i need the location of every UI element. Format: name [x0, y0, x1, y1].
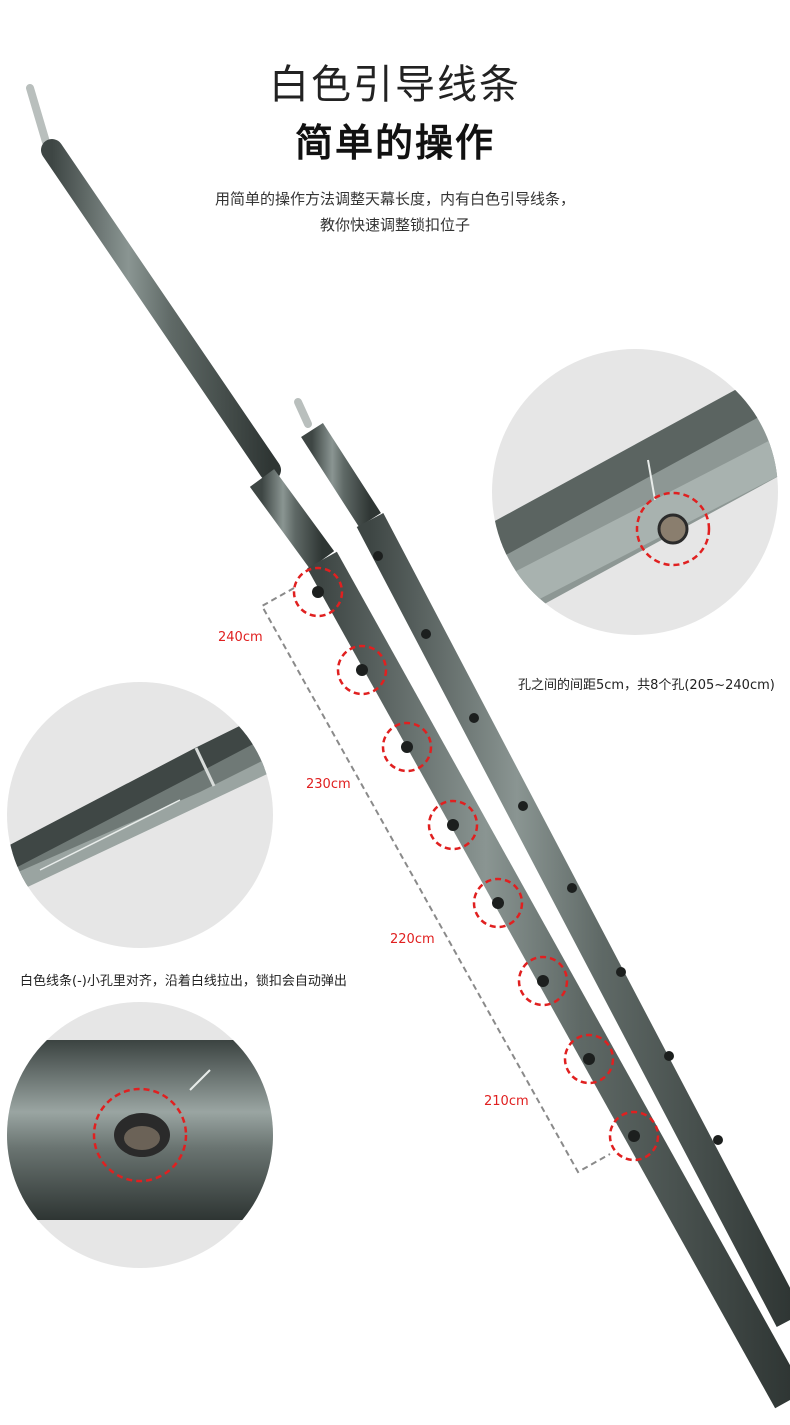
description-line-1: 用简单的操作方法调整天幕长度，内有白色引导线条，: [214, 190, 575, 208]
zoom-detail-top-right: [492, 349, 778, 635]
zoom-detail-middle-left: [7, 682, 273, 948]
highlight-circles: [292, 566, 660, 1162]
description: 用简单的操作方法调整天幕长度，内有白色引导线条， 教你快速调整锁扣位子: [0, 186, 790, 238]
title-white-guide-line: 白色引导线条: [269, 62, 521, 108]
description-line-2: 教你快速调整锁扣位子: [319, 216, 470, 234]
measurement-label-240: 240cm: [218, 630, 263, 645]
left-pole: [26, 84, 790, 1409]
title-simple-operation: 简单的操作: [294, 121, 495, 165]
measurement-bracket: [260, 587, 611, 1174]
zoom-detail-bottom-left: [7, 1002, 273, 1268]
right-pole: [294, 398, 790, 1327]
right-pole-holes: [373, 551, 723, 1145]
left-pole-holes: [312, 586, 640, 1142]
note-guide-line: 白色线条(-)小孔里对齐，沿着白线拉出，锁扣会自动弹出: [20, 974, 347, 989]
note-hole-spacing: 孔之间的间距5cm，共8个孔(205~240cm): [518, 678, 775, 693]
measurement-label-220: 220cm: [390, 932, 435, 947]
measurement-label-230: 230cm: [306, 777, 351, 792]
measurement-label-210: 210cm: [484, 1094, 529, 1109]
